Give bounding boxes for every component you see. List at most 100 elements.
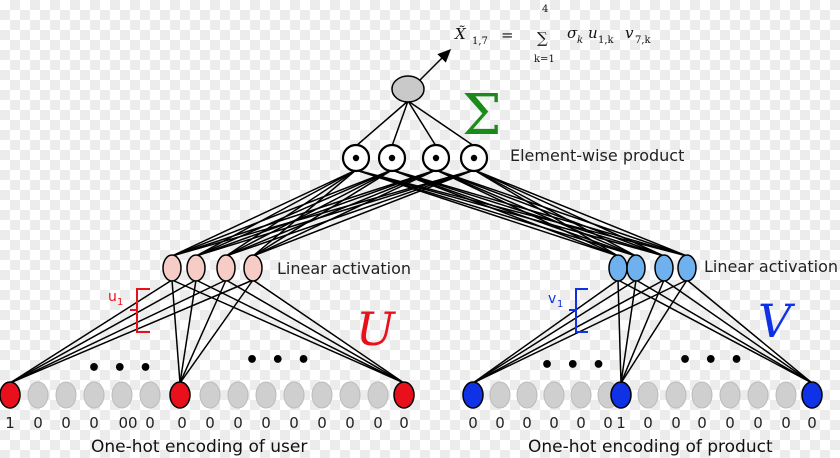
user-active-node xyxy=(393,381,415,409)
user-input-node xyxy=(55,381,77,409)
user-input-node xyxy=(255,381,277,409)
user-input-node xyxy=(83,381,105,409)
product-bit: 0 xyxy=(807,414,817,432)
edge xyxy=(620,279,665,384)
edge xyxy=(391,100,409,147)
u1-label: u xyxy=(108,289,117,305)
node-center-dot xyxy=(432,154,440,162)
formula-sigma-sub: k xyxy=(577,35,583,46)
product-bit: 0 xyxy=(671,414,681,432)
output-arrow xyxy=(419,48,452,81)
edge xyxy=(195,169,437,257)
product-bit: 1 xyxy=(616,414,626,432)
product-bit: 0 xyxy=(522,414,532,432)
formula-equals: = xyxy=(501,26,514,44)
product-embedding-node xyxy=(626,254,646,282)
sum-symbol: Σ xyxy=(462,83,502,148)
user-bit: 0 xyxy=(33,414,43,432)
edge xyxy=(9,279,197,384)
edge xyxy=(407,100,437,147)
edge xyxy=(473,169,665,257)
product-active-node xyxy=(610,381,632,409)
formula-sum-symbol: ∑ xyxy=(537,29,548,47)
product-embedding-nodes xyxy=(608,254,697,282)
ellipsis-user-left: • • • xyxy=(87,356,155,381)
user-input-node xyxy=(367,381,389,409)
formula-lhs-sub: 1,7 xyxy=(472,36,488,47)
formula-v-sub: 7,k xyxy=(635,35,652,46)
user-active-node xyxy=(169,381,191,409)
edge xyxy=(473,169,619,257)
product-bit: 0 xyxy=(576,414,586,432)
edge xyxy=(472,279,619,384)
edge xyxy=(171,169,393,257)
user-bit: 0 xyxy=(205,414,215,432)
user-bit: 0 xyxy=(289,414,299,432)
user-bit: 0 xyxy=(399,414,409,432)
edge xyxy=(195,169,475,257)
edge xyxy=(617,279,622,384)
network-edges xyxy=(9,100,813,384)
formula-sum-bottom: k=1 xyxy=(534,54,555,65)
formula-u-sub: 1,k xyxy=(598,35,615,46)
edge xyxy=(171,279,181,384)
element-wise-product-label: Element-wise product xyxy=(510,146,684,165)
user-bit: 0 xyxy=(61,414,71,432)
edge xyxy=(252,169,437,257)
user-bit: 0 xyxy=(145,414,155,432)
user-bit: 0 xyxy=(261,414,271,432)
node-center-dot xyxy=(470,154,478,162)
edge xyxy=(179,279,227,384)
formula-v: v xyxy=(625,24,634,42)
ellipsis-product-right: • • • xyxy=(678,348,746,373)
edge xyxy=(171,169,437,257)
edge xyxy=(435,169,637,257)
edge xyxy=(391,169,688,257)
user-bit: 0 xyxy=(345,414,355,432)
user-encoding-caption: One-hot encoding of user xyxy=(91,437,307,457)
edge xyxy=(179,279,254,384)
edge xyxy=(179,279,197,384)
edge xyxy=(472,279,637,384)
product-embedding-node xyxy=(608,254,628,282)
product-bit: 0 xyxy=(781,414,791,432)
edge xyxy=(472,279,665,384)
product-one-hot-nodes xyxy=(462,381,823,409)
product-bit: 0 xyxy=(603,414,613,432)
product-input-node xyxy=(719,381,741,409)
edge xyxy=(635,279,813,384)
edge xyxy=(435,169,688,257)
product-encoding-caption: One-hot encoding of product xyxy=(528,437,773,457)
user-bit: 1 xyxy=(5,414,15,432)
user-embedding-nodes xyxy=(162,254,263,282)
user-embedding-node xyxy=(162,254,182,282)
product-bit: 0 xyxy=(468,414,478,432)
user-input-node xyxy=(27,381,49,409)
user-bit: 0 xyxy=(373,414,383,432)
edge xyxy=(225,169,437,257)
u1-bracket: u 1 xyxy=(108,288,150,333)
edge xyxy=(171,169,475,257)
edge xyxy=(407,100,475,147)
edge xyxy=(9,279,227,384)
formula: X̃ 1,7 = ∑ 4 k=1 σ k u 1,k v 7,k xyxy=(454,4,652,65)
product-input-node xyxy=(570,381,592,409)
edge xyxy=(225,169,393,257)
edge xyxy=(252,169,475,257)
product-input-node xyxy=(775,381,797,409)
edge xyxy=(663,279,813,384)
edge xyxy=(355,100,409,147)
ellipsis-user-right: • • • xyxy=(245,348,313,373)
product-embedding-node xyxy=(654,254,674,282)
user-embedding-node xyxy=(216,254,236,282)
user-bit: 0 xyxy=(177,414,187,432)
output-node xyxy=(391,75,425,103)
user-bit: 0 xyxy=(233,414,243,432)
edge xyxy=(435,169,665,257)
edge xyxy=(171,169,357,257)
linear-activation-label-right: Linear activation xyxy=(704,257,838,276)
ellipsis-product-left: • • • xyxy=(540,353,608,378)
edge xyxy=(225,169,475,257)
edge xyxy=(195,279,405,384)
